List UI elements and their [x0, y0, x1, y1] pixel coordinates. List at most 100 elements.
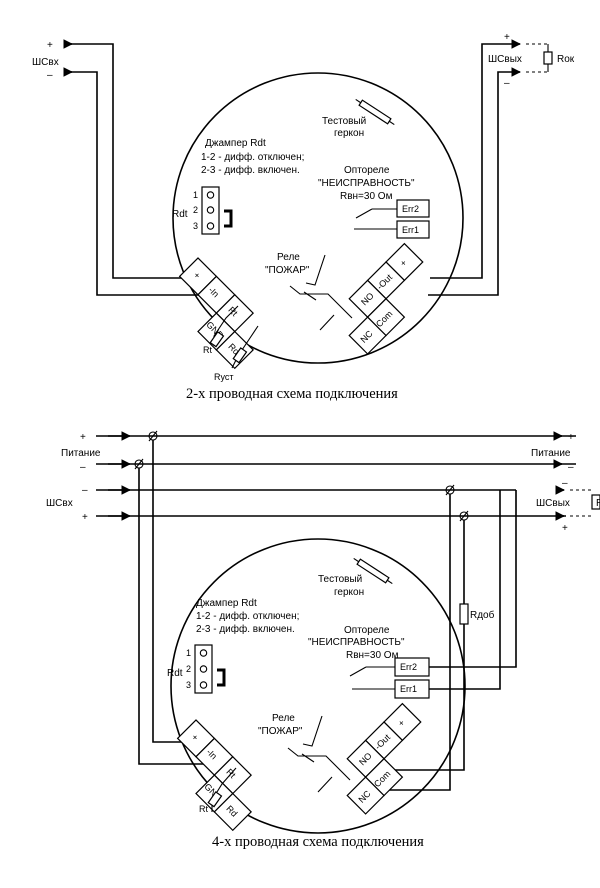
- end-resistor-2: [591, 494, 600, 510]
- loop-in-minus-wire: [65, 71, 207, 296]
- jumper-2-pin-label-3: 3: [186, 680, 191, 690]
- jumper-2-pin-2: [199, 665, 208, 673]
- terminal-block-left-2: + -In Rt GND Rd: [176, 719, 253, 832]
- jumper-title: Джампер Rdt: [205, 138, 266, 149]
- power-out-plus-sign: +: [568, 432, 574, 443]
- loop-out-plus-sign: +: [504, 32, 510, 43]
- loop-out-minus-wire: [428, 71, 518, 296]
- rt-resistor: [209, 331, 225, 348]
- optorelay-resistance: Rвн=30 Ом: [340, 191, 393, 202]
- caption-2-wire: 2-х проводная схема подключения: [186, 386, 398, 402]
- power-in-minus-sign: –: [80, 462, 86, 473]
- optorelay-2-title: Оптореле: [344, 625, 390, 636]
- optorelay-2-resistance: Rвн=30 Ом: [346, 650, 399, 661]
- jumper-2-line-1: 1-2 - дифф. отключен;: [196, 610, 299, 622]
- diagram-2-wire: + – ШСвх Rок + – ШСвых Тестовый геркон Д…: [32, 32, 575, 402]
- end-resistor: [543, 51, 553, 65]
- reed-switch-2: [353, 558, 393, 584]
- end-resistor-label: Rок: [557, 54, 575, 65]
- optorelay-err2-label: Err2: [402, 204, 419, 214]
- loop-out-minus-sign-2: –: [562, 478, 568, 489]
- power-plus-feed: [152, 440, 198, 743]
- jumper-2-pin-3: [199, 681, 208, 689]
- rust-wire: [231, 325, 259, 369]
- power-in-plus-sign: +: [80, 432, 86, 443]
- add-resistor-label: Rдоб: [470, 609, 495, 621]
- jumper-block: [201, 186, 220, 235]
- jumper-2-block: [194, 644, 213, 694]
- reed-switch: [355, 99, 395, 125]
- rt-2-wire: [211, 767, 237, 812]
- relay-name: "ПОЖАР": [265, 265, 310, 276]
- relay-2-title: Реле: [272, 713, 295, 724]
- loop-out-plus-wire: [430, 43, 518, 279]
- loop-out-label-2: ШСвых: [536, 498, 570, 509]
- relay-contact: [289, 254, 353, 331]
- optorelay-contact: [354, 208, 397, 230]
- loop-plus-feed: [372, 520, 465, 771]
- terminal-block-right-2: + -Out NO Com NC: [346, 702, 422, 815]
- jumper-pin-label-1: 1: [193, 190, 198, 200]
- power-out-minus-sign: –: [568, 462, 574, 473]
- loop-in-plus-sign: +: [47, 40, 53, 51]
- loop-in-label-2: ШСвх: [46, 498, 73, 509]
- jumper-pin-2: [206, 206, 215, 214]
- jumper-line-2: 2-3 - дифф. включен.: [201, 164, 300, 176]
- detector-base-circle-2: [170, 538, 466, 834]
- rt-2-resistor: [207, 791, 223, 808]
- terminal-left-2-plus: +: [190, 732, 201, 743]
- optorelay-2-err1-label: Err1: [400, 684, 417, 694]
- loop-out-dashed-2: [570, 489, 592, 517]
- relay-2-contact: [287, 715, 351, 793]
- terminal-right-plus: +: [398, 258, 409, 269]
- jumper-2-cap: [217, 668, 226, 687]
- jumper-2-label: Rdt: [167, 668, 183, 679]
- jumper-2-pin-label-1: 1: [186, 648, 191, 658]
- reed-switch-label-1: Тестовый: [322, 116, 366, 127]
- jumper-pin-3: [206, 222, 215, 230]
- jumper-pin-1: [206, 191, 215, 199]
- relay-2-name: "ПОЖАР": [258, 726, 303, 737]
- reed-switch-label-2: геркон: [334, 128, 364, 139]
- loop-in-minus-sign-2: –: [82, 485, 88, 496]
- jumper-label: Rdt: [172, 209, 188, 220]
- power-in-label: Питание: [61, 448, 101, 459]
- rust-resistor: [232, 347, 248, 364]
- optorelay-name: "НЕИСПРАВНОСТЬ": [318, 178, 415, 189]
- err1-wire: [429, 490, 501, 690]
- jumper-2-pin-label-2: 2: [186, 664, 191, 674]
- optorelay-2-contact: [349, 666, 395, 690]
- power-minus-feed: [138, 468, 212, 765]
- jumper-2-line-2: 2-3 - дифф. включен.: [196, 623, 295, 635]
- optorelay-2-err2-label: Err2: [400, 662, 417, 672]
- reed-switch-2-label-1: Тестовый: [318, 574, 362, 585]
- jumper-cap: [224, 209, 233, 228]
- jumper-pin-label-2: 2: [193, 205, 198, 215]
- loop-out-label: ШСвых: [488, 54, 522, 65]
- jumper-pin-label-3: 3: [193, 221, 198, 231]
- err2-wire: [429, 490, 517, 668]
- loop-in-label: ШСвх: [32, 57, 59, 68]
- jumper-2-pin-1: [199, 649, 208, 657]
- loop-out-dashed: [526, 43, 548, 73]
- optorelay-err1-label: Err1: [402, 225, 419, 235]
- terminal-left-plus: +: [192, 270, 203, 281]
- jumper-2-title: Джампер Rdt: [196, 598, 257, 609]
- loop-out-minus-sign: –: [504, 78, 510, 89]
- terminal-right-2-plus: +: [396, 718, 407, 729]
- add-resistor: [459, 603, 469, 625]
- diagram-4-wire: + – Питание + – Питание R – + ШСвх – + Ш…: [46, 430, 600, 850]
- optorelay-title: Оптореле: [344, 165, 390, 176]
- loop-in-plus-sign-2: +: [82, 512, 88, 523]
- terminal-block-right: + -Out NO Com NC: [348, 242, 424, 355]
- reed-switch-2-label-2: геркон: [334, 587, 364, 598]
- terminal-block-left: + -In Rt GND Rd: [178, 257, 255, 370]
- loop-in-minus-sign: –: [47, 70, 53, 81]
- relay-title: Реле: [277, 252, 300, 263]
- power-out-label: Питание: [531, 448, 571, 459]
- rust-label: Rуст: [214, 372, 234, 382]
- rt-2-label: Rt: [199, 804, 208, 814]
- rt-label: Rt: [203, 345, 212, 355]
